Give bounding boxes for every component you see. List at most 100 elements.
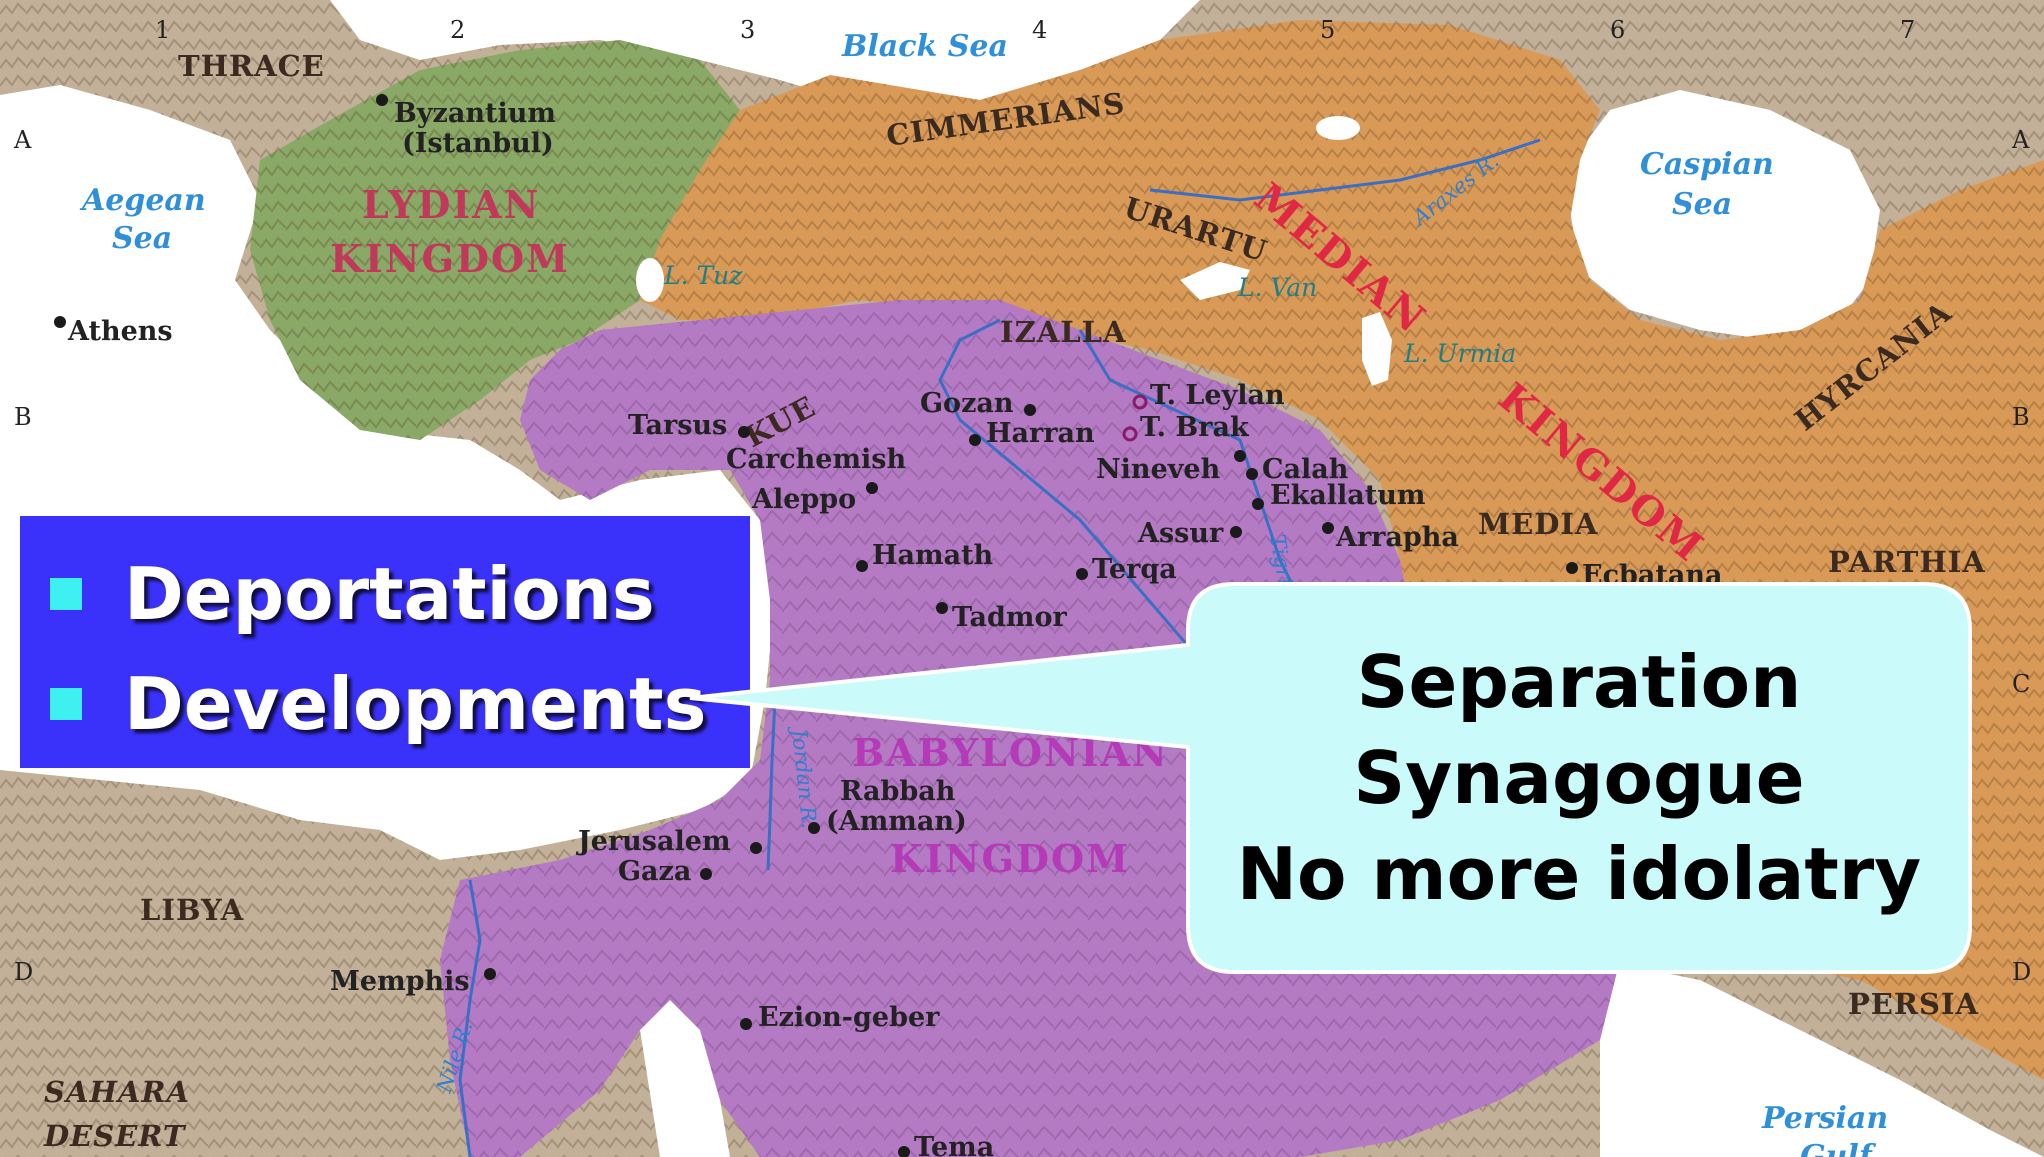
label-aegean: Aegean bbox=[79, 183, 206, 218]
dot-calah bbox=[1246, 468, 1258, 480]
label-athens: Athens bbox=[67, 316, 173, 347]
label-persian: Persian bbox=[1761, 1101, 1888, 1136]
label-harran: Harran bbox=[986, 418, 1095, 449]
grid-col-5: 5 bbox=[1320, 16, 1335, 44]
label-lake-urmia: L. Urmia bbox=[1403, 339, 1516, 368]
araxes-river bbox=[1149, 138, 1541, 202]
dot-arrapha bbox=[1322, 522, 1334, 534]
callout-text-block: Separation Synagogue No more idolatry bbox=[1188, 584, 1970, 972]
dot-ezion bbox=[740, 1018, 752, 1030]
grid-col-1: 1 bbox=[155, 16, 170, 44]
grid-row-d-left: D bbox=[14, 958, 33, 986]
grid-col-6: 6 bbox=[1610, 16, 1625, 44]
dot-rabbah bbox=[808, 822, 820, 834]
label-hamath: Hamath bbox=[872, 540, 994, 571]
dot-gaza bbox=[700, 868, 712, 880]
label-libya: LIBYA bbox=[140, 893, 244, 927]
label-rabbah: Rabbah bbox=[840, 776, 956, 807]
dot-tema bbox=[898, 1146, 910, 1157]
label-calah: Calah bbox=[1262, 454, 1349, 485]
grid-row-a-left: A bbox=[13, 126, 32, 154]
dot-ecbatana bbox=[1566, 562, 1578, 574]
label-carchemish: Carchemish bbox=[726, 444, 906, 475]
dot-leylan bbox=[1132, 394, 1148, 410]
dot-memphis bbox=[484, 968, 496, 980]
label-gaza: Gaza bbox=[618, 856, 691, 887]
label-persia: PERSIA bbox=[1848, 987, 1979, 1021]
bullet-list-box: Deportations Developments bbox=[20, 516, 750, 768]
label-amman: (Amman) bbox=[826, 806, 967, 837]
grid-col-2: 2 bbox=[450, 16, 465, 44]
dot-tadmor bbox=[936, 602, 948, 614]
dot-ekallatum bbox=[1252, 498, 1264, 510]
label-media: MEDIA bbox=[1478, 507, 1598, 541]
label-aegean-sea: Sea bbox=[112, 221, 172, 256]
grid-col-7: 7 bbox=[1900, 16, 1915, 44]
dot-brak bbox=[1122, 426, 1138, 442]
label-persian-gulf: Gulf bbox=[1800, 1139, 1877, 1157]
bullet-item: Developments bbox=[50, 662, 706, 746]
grid-row-c-right: C bbox=[2012, 670, 2030, 698]
dot-tarsus bbox=[738, 426, 750, 438]
label-lake-tuz: L. Tuz bbox=[663, 261, 743, 290]
label-parthia: PARTHIA bbox=[1828, 545, 1986, 579]
label-babylonian-kingdom: KINGDOM bbox=[890, 836, 1130, 881]
label-memphis: Memphis bbox=[330, 966, 470, 997]
callout-line-no-more-idolatry: No more idolatry bbox=[1236, 832, 1922, 916]
lydian-kingdom-texture bbox=[250, 40, 740, 440]
dot-hamath bbox=[856, 560, 868, 572]
dot-terqa bbox=[1076, 568, 1088, 580]
dot-harran bbox=[969, 434, 981, 446]
label-sahara: SAHARA bbox=[44, 1075, 190, 1109]
black-sea bbox=[330, 0, 1200, 110]
label-istanbul: (Istanbul) bbox=[402, 128, 554, 159]
label-izalla: IZALLA bbox=[1000, 315, 1127, 349]
label-caspian: Caspian bbox=[1640, 147, 1774, 182]
label-nineveh: Nineveh bbox=[1096, 454, 1221, 485]
dot-byzantium bbox=[376, 94, 388, 106]
lake-urmia bbox=[1362, 312, 1392, 386]
label-aleppo: Aleppo bbox=[751, 484, 856, 515]
bullet-square-icon bbox=[50, 578, 82, 610]
label-lydian: LYDIAN bbox=[362, 182, 540, 227]
label-jerusalem: Jerusalem bbox=[576, 826, 731, 857]
grid-row-a-right: A bbox=[2011, 126, 2030, 154]
label-leylan: T. Leylan bbox=[1150, 380, 1285, 411]
grid-row-b-right: B bbox=[2012, 403, 2030, 431]
lake-tuz bbox=[636, 258, 664, 302]
dot-nineveh bbox=[1234, 450, 1246, 462]
grid-col-3: 3 bbox=[740, 16, 755, 44]
bullet-item: Deportations bbox=[50, 552, 655, 636]
label-desert: DESERT bbox=[43, 1119, 187, 1153]
dot-aleppo bbox=[866, 482, 878, 494]
label-gozan: Gozan bbox=[920, 388, 1014, 419]
label-tema: Tema bbox=[914, 1132, 994, 1157]
grid-row-d-right: D bbox=[2012, 958, 2031, 986]
dot-gozan bbox=[1024, 404, 1036, 416]
lake-sevan bbox=[1316, 116, 1360, 140]
bullet-square-icon bbox=[50, 688, 82, 720]
bullet-text-developments: Developments bbox=[124, 662, 707, 746]
label-caspian-sea: Sea bbox=[1672, 187, 1732, 222]
persian-gulf bbox=[1600, 960, 2044, 1157]
lake-van bbox=[1180, 262, 1250, 300]
callout-line-synagogue: Synagogue bbox=[1353, 736, 1805, 820]
label-ezion-geber: Ezion-geber bbox=[758, 1002, 940, 1033]
grid-row-b-left: B bbox=[14, 403, 32, 431]
nile-river bbox=[458, 879, 482, 1157]
callout-line-separation: Separation bbox=[1356, 640, 1802, 724]
label-thrace: THRACE bbox=[178, 49, 325, 83]
bullet-text-deportations: Deportations bbox=[124, 552, 655, 636]
label-terqa: Terqa bbox=[1092, 554, 1177, 585]
label-byzantium: Byzantium bbox=[394, 98, 556, 129]
red-sea bbox=[640, 1000, 730, 1157]
label-ekallatum: Ekallatum bbox=[1270, 480, 1425, 511]
label-black-sea: Black Sea bbox=[841, 29, 1008, 64]
label-tarsus: Tarsus bbox=[628, 410, 727, 441]
label-lake-van: L. Van bbox=[1237, 273, 1317, 302]
label-arrapha: Arrapha bbox=[1335, 522, 1459, 553]
caspian-sea bbox=[1570, 90, 1880, 340]
dot-jerusalem bbox=[750, 842, 762, 854]
label-babylonian: BABYLONIAN bbox=[852, 730, 1169, 775]
